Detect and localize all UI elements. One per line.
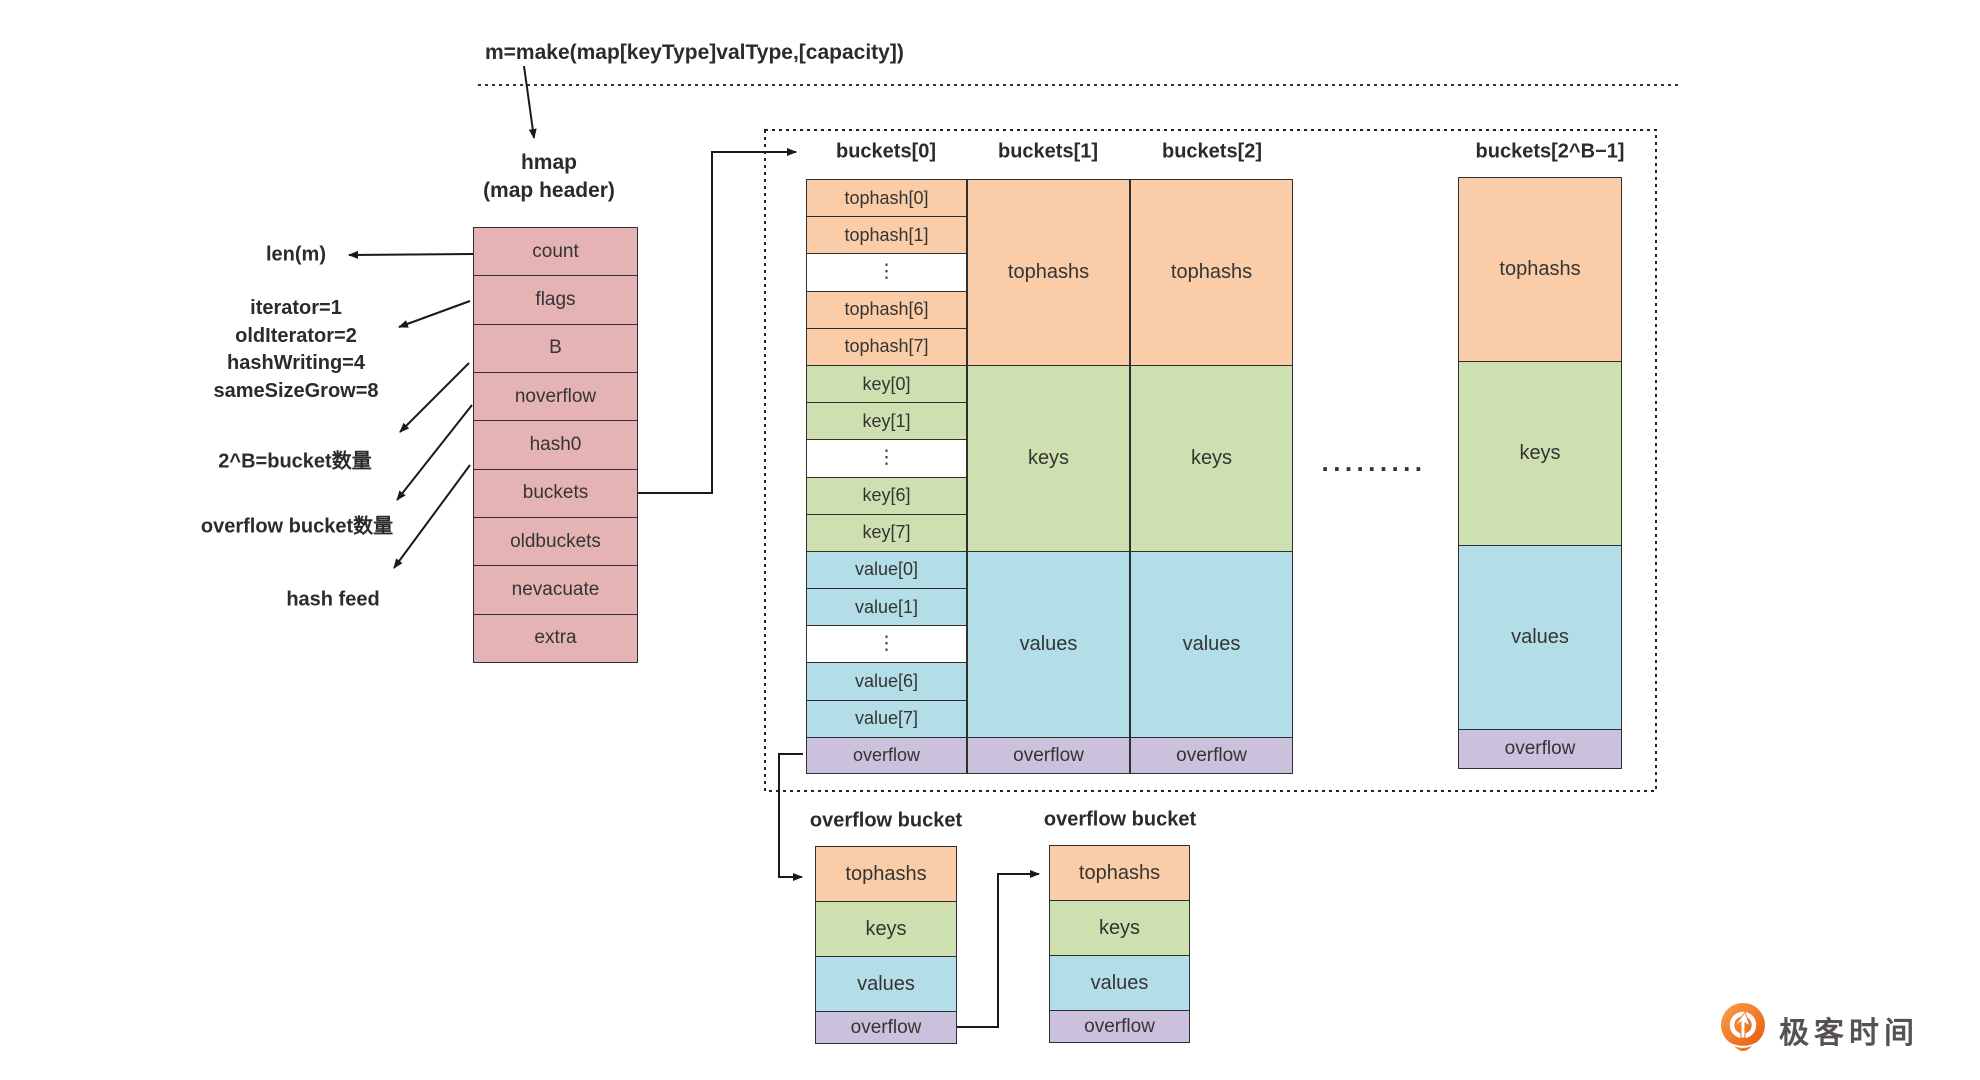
bucket-1-tophashs: tophashs <box>968 180 1129 366</box>
annotation-olditerator: oldIterator=2 <box>235 324 357 347</box>
bucket-2-overflow: overflow <box>1131 738 1292 773</box>
cell-tophash-1: tophash[1] <box>807 217 966 255</box>
overflow-bucket-2: tophashs keys values overflow <box>1049 845 1190 1043</box>
overflow-bucket-1: tophashs keys values overflow <box>815 846 957 1044</box>
header-buckets-2: buckets[2] <box>1161 140 1263 163</box>
ofb2-overflow: overflow <box>1050 1011 1189 1042</box>
cell-key-7: key[7] <box>807 514 966 552</box>
cell-key-ellipsis: ⋮ <box>807 440 966 478</box>
annotation-flag-values: iterator=1 oldIterator=2 hashWriting=4 s… <box>213 295 378 405</box>
hmap-field-extra: extra <box>534 627 577 649</box>
bucket-0-column: tophash[0] tophash[1] ⋮ tophash[6] topha… <box>806 179 967 774</box>
hmap-struct-box: count flags B noverflow hash0 buckets ol… <box>473 227 638 663</box>
bucket-2-values: values <box>1131 552 1292 738</box>
cell-value-ellipsis: ⋮ <box>807 626 966 664</box>
cell-tophash-ellipsis: ⋮ <box>807 254 966 292</box>
ofb2-keys: keys <box>1050 901 1189 956</box>
cell-value-7: value[7] <box>807 700 966 738</box>
make-expression: m=make(map[keyType]valType,[capacity]) <box>485 41 904 64</box>
bucket-2B1-values: values <box>1459 546 1621 730</box>
annotation-overflow-count: overflow bucket数量 <box>200 515 394 538</box>
overflow-bucket-2-label: overflow bucket <box>1043 808 1197 831</box>
cell-key-0: key[0] <box>807 365 966 404</box>
columns-ellipsis: ········· <box>1321 453 1427 484</box>
cell-overflow-0: overflow <box>807 737 966 773</box>
hmap-title: hmap (map header) <box>483 149 615 205</box>
ofb1-values: values <box>816 957 956 1012</box>
annotation-iterator: iterator=1 <box>250 297 342 319</box>
bucket-1-column: tophashs keys values overflow <box>967 179 1130 774</box>
hmap-field-buckets: buckets <box>474 470 637 518</box>
hmap-field-B: B <box>474 325 637 373</box>
annotation-hashwriting: hashWriting=4 <box>227 352 365 374</box>
bucket-2B1-column: tophashs keys values overflow <box>1458 177 1622 769</box>
bucket-2-keys: keys <box>1131 366 1292 552</box>
ofb2-tophashs: tophashs <box>1050 846 1189 901</box>
ofb1-overflow: overflow <box>816 1012 956 1043</box>
annotation-samesizegrow: sameSizeGrow=8 <box>213 379 379 402</box>
geektime-logo: 极客时间 <box>1719 1002 1919 1058</box>
cell-key-1: key[1] <box>807 403 966 441</box>
header-buckets-2B1: buckets[2^B−1] <box>1475 140 1625 163</box>
hmap-field-nevacuate: nevacuate <box>474 566 637 615</box>
hmap-field-noverflow: noverflow <box>474 373 637 422</box>
hmap-field-hash0: hash0 <box>474 421 637 470</box>
bucket-2-tophashs: tophashs <box>1131 180 1292 366</box>
cell-value-6: value[6] <box>807 663 966 701</box>
geektime-logo-text: 极客时间 <box>1779 1017 1919 1050</box>
ofb2-values: values <box>1050 956 1189 1011</box>
hmap-field-count: count <box>474 228 637 277</box>
overflow-bucket-1-label: overflow bucket <box>809 809 963 832</box>
cell-tophash-6: tophash[6] <box>807 291 966 329</box>
hmap-title-line: hmap <box>520 151 577 174</box>
bucket-2B1-keys: keys <box>1459 362 1621 546</box>
header-buckets-0: buckets[0] <box>835 140 937 163</box>
cell-value-1: value[1] <box>807 589 966 627</box>
annotation-bucket-count: 2^B=bucket数量 <box>218 450 372 473</box>
bucket-1-overflow: overflow <box>968 738 1129 773</box>
cell-value-0: value[0] <box>807 551 966 590</box>
ofb1-keys: keys <box>816 902 956 957</box>
cell-key-6: key[6] <box>807 477 966 515</box>
hmap-field-flags: flags <box>474 276 637 325</box>
bucket-2B1-overflow: overflow <box>1459 730 1621 768</box>
header-buckets-1: buckets[1] <box>997 140 1099 163</box>
cell-tophash-7: tophash[7] <box>807 328 966 366</box>
hmap-subtitle-line: (map header) <box>483 179 615 202</box>
annotation-hash-feed: hash feed <box>286 588 380 611</box>
bucket-1-values: values <box>968 552 1129 738</box>
cell-tophash-0: tophash[0] <box>807 180 966 218</box>
ofb1-tophashs: tophashs <box>816 847 956 902</box>
annotation-len-m: len(m) <box>266 243 326 266</box>
hmap-field-oldbuckets: oldbuckets <box>474 518 637 567</box>
bucket-1-keys: keys <box>968 366 1129 552</box>
bucket-2-column: tophashs keys values overflow <box>1130 179 1293 774</box>
bucket-2B1-tophashs: tophashs <box>1459 178 1621 362</box>
geektime-logo-icon <box>1721 1003 1765 1051</box>
